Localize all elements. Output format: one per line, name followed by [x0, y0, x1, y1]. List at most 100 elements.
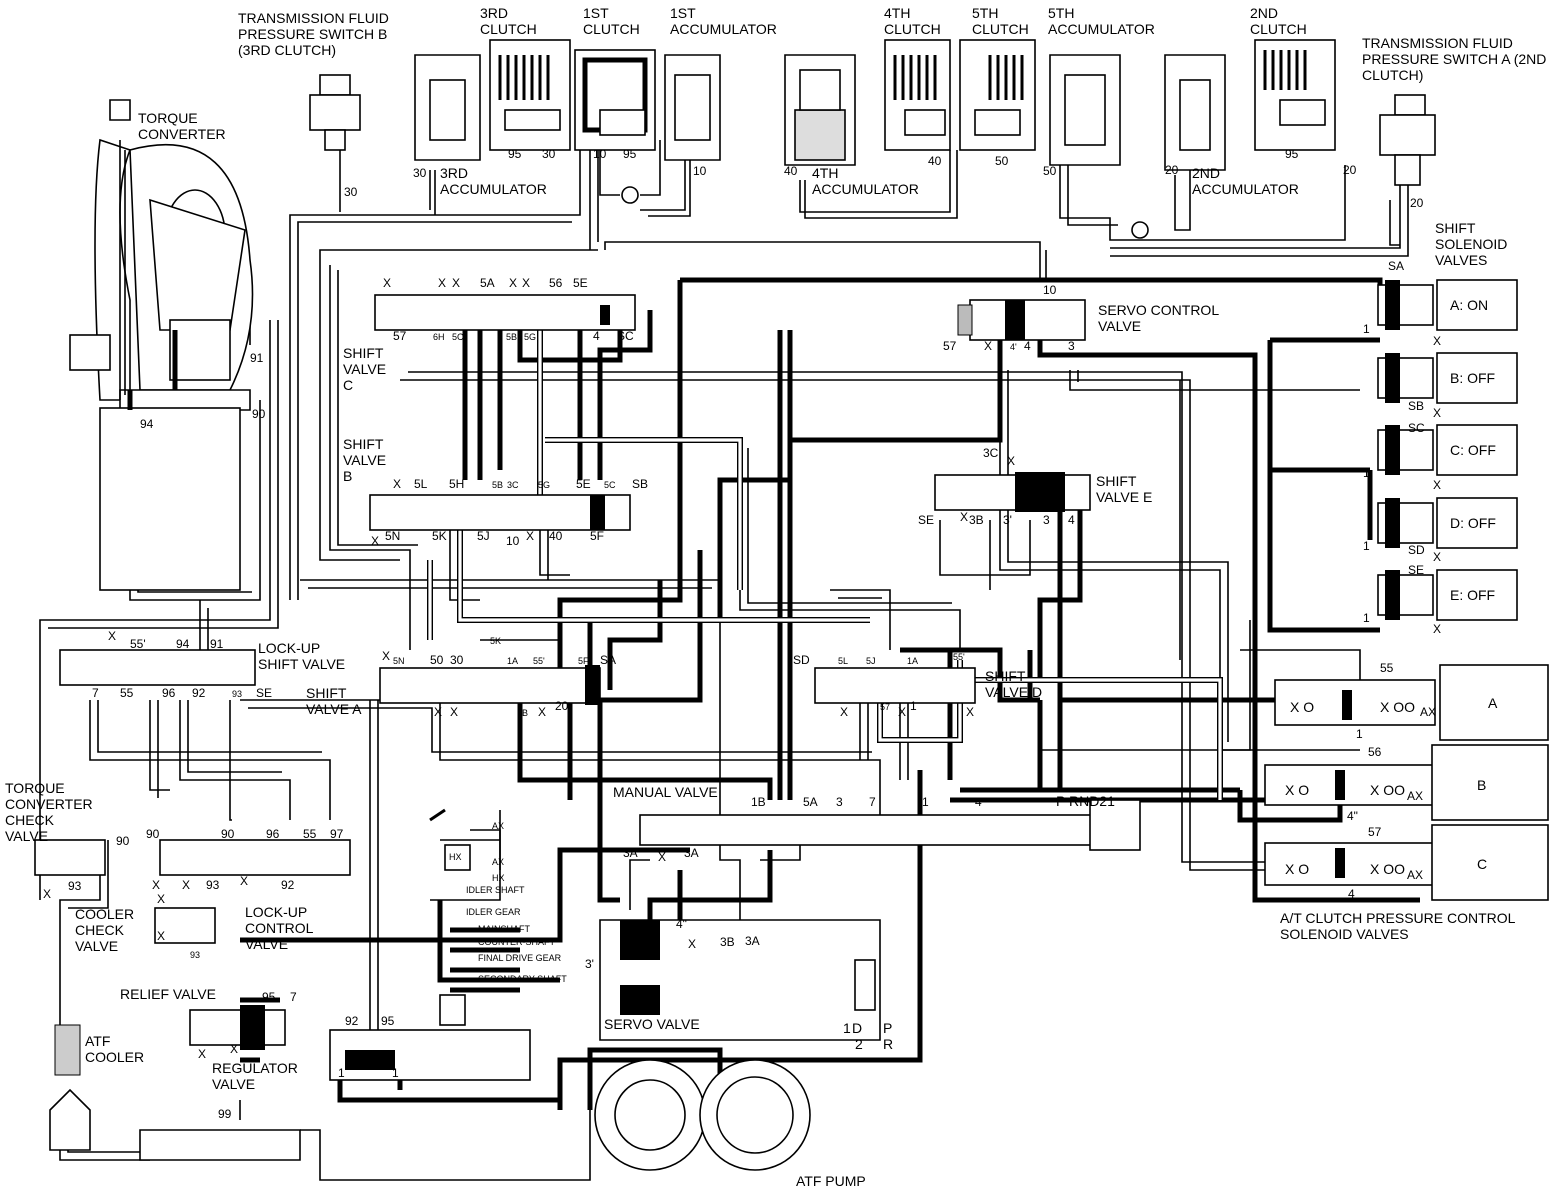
label-clutch-4th: 4TH CLUTCH	[884, 5, 941, 37]
port-labels: 30 30 95 30 10 95 10 40 40 50 50 20 95 2…	[43, 147, 1441, 1121]
port-x: X	[383, 276, 391, 290]
port-5e: 5E	[576, 477, 591, 491]
port-sa: SA	[600, 653, 616, 667]
tc-check-valve	[34, 839, 106, 876]
accumulator-2nd-body	[1131, 54, 1226, 239]
cps-b-ax: AX	[1407, 789, 1423, 803]
solenoid-a-tag: SA	[1388, 259, 1404, 273]
port-93: 93	[68, 879, 82, 893]
port-3b: 3B	[720, 935, 735, 949]
port-93: 93	[206, 878, 220, 892]
port-4: 4	[1348, 887, 1355, 901]
port-5l: 5L	[414, 477, 428, 491]
shift-valve-c	[374, 294, 636, 331]
port-20: 20	[1165, 163, 1179, 177]
port-x: X	[108, 629, 116, 643]
shift-valve-e	[934, 472, 1091, 512]
solenoid-d-state: D: OFF	[1450, 515, 1496, 531]
lub-countershaft: COUNTER-SHAFT	[478, 937, 555, 947]
clutch-3rd-body	[489, 39, 571, 151]
port-x: X	[230, 1042, 238, 1056]
solenoid-a-state: A: ON	[1450, 297, 1488, 313]
port-5b: 5B	[492, 480, 503, 490]
lub-secondary-shaft: SECONDARY SHAFT	[478, 974, 567, 984]
port-20: 20	[1343, 163, 1357, 177]
port-x: X	[182, 878, 190, 892]
port-x: X	[438, 276, 446, 290]
port-40: 40	[784, 164, 798, 178]
solenoid-d-tag: SD	[1408, 543, 1425, 557]
servo-pos-r: R	[883, 1036, 893, 1052]
port-55: 55	[120, 686, 134, 700]
port-1: 1	[1363, 611, 1370, 625]
port-30: 30	[413, 166, 427, 180]
port-93: 93	[190, 950, 200, 960]
label-shift-valve-e: SHIFT VALVE E	[1096, 473, 1152, 505]
cps-c-xoo: X OO	[1370, 861, 1405, 877]
clutch-5th-body	[959, 39, 1036, 151]
port-1: 1	[910, 699, 917, 713]
lockup-control-valve	[159, 839, 351, 876]
port-x: X	[840, 705, 848, 719]
servo-pos-p: P	[883, 1020, 892, 1036]
port-10: 10	[506, 534, 520, 548]
port-4: 4	[1024, 339, 1031, 353]
label-clutch-5th: 5TH CLUTCH	[972, 5, 1029, 37]
port-x: X	[152, 878, 160, 892]
port-sd: SD	[793, 653, 810, 667]
clutch-pressure-solenoids	[1264, 664, 1549, 901]
port-x: X	[984, 339, 992, 353]
cps-b-port: 56	[1368, 745, 1382, 759]
port-x: X	[382, 649, 390, 663]
solenoid-box-a	[1436, 279, 1518, 331]
port-90: 90	[146, 827, 160, 841]
port-x: X	[1433, 406, 1441, 420]
port-x: X	[658, 850, 666, 864]
port-x: X	[157, 929, 165, 943]
label-clutch-2nd: 2ND CLUTCH	[1250, 5, 1307, 37]
relief-valve	[189, 1005, 286, 1050]
label-servo-valve: SERVO VALVE	[604, 1016, 700, 1032]
port-x: X	[43, 887, 51, 901]
lockup-shift-valve	[59, 649, 256, 686]
label-shift-valve-a: SHIFT VALVE A	[306, 685, 362, 717]
port-7: 7	[290, 990, 297, 1004]
port-95: 95	[262, 990, 276, 1004]
port-57: 57	[393, 329, 407, 343]
port-x: X	[452, 276, 460, 290]
servo-pos-d: D	[852, 1020, 862, 1036]
port-5n: 5N	[393, 656, 405, 666]
port-5k: 5K	[432, 529, 447, 543]
port-x: X	[1007, 454, 1015, 468]
label-clutch-3rd: 3RD CLUTCH	[480, 5, 537, 37]
port-se: SE	[256, 686, 272, 700]
port-x: X	[509, 276, 517, 290]
cps-a-ax: AX	[1420, 705, 1436, 719]
manual-positions: P RND21	[1056, 793, 1115, 809]
hx-block	[429, 808, 471, 871]
port-96: 96	[266, 827, 280, 841]
port-90: 90	[252, 407, 266, 421]
label-clutch-pressure-solenoids: A/T CLUTCH PRESSURE CONTROL SOLENOID VAL…	[1280, 910, 1515, 942]
servo-valve	[599, 919, 881, 1041]
clutch-4th-body	[884, 39, 951, 151]
port-1a: 1A	[907, 656, 918, 666]
solenoid-b-state: B: OFF	[1450, 370, 1495, 386]
cps-b-label: B	[1477, 777, 1486, 793]
pressure-switch-a	[1379, 94, 1436, 186]
cps-a-x0: X O	[1290, 699, 1314, 715]
port-57: 57	[943, 339, 957, 353]
label-shift-valve-b: SHIFT VALVE B	[343, 436, 386, 484]
port-3p: 3'	[1003, 513, 1012, 527]
port-x: X	[1433, 478, 1441, 492]
port-1: 1	[392, 1066, 399, 1080]
port-x: X	[157, 892, 165, 906]
label-atf-pump: ATF PUMP	[796, 1173, 866, 1189]
port-30: 30	[344, 185, 358, 199]
lub-idler-shaft: IDLER SHAFT	[466, 885, 525, 895]
port-5c: 5C	[452, 332, 464, 342]
label-torque-converter: TORQUE CONVERTER	[138, 110, 226, 142]
solenoid-box-e	[1436, 569, 1518, 621]
port-x: X	[198, 1047, 206, 1061]
port-x: X	[1433, 334, 1441, 348]
